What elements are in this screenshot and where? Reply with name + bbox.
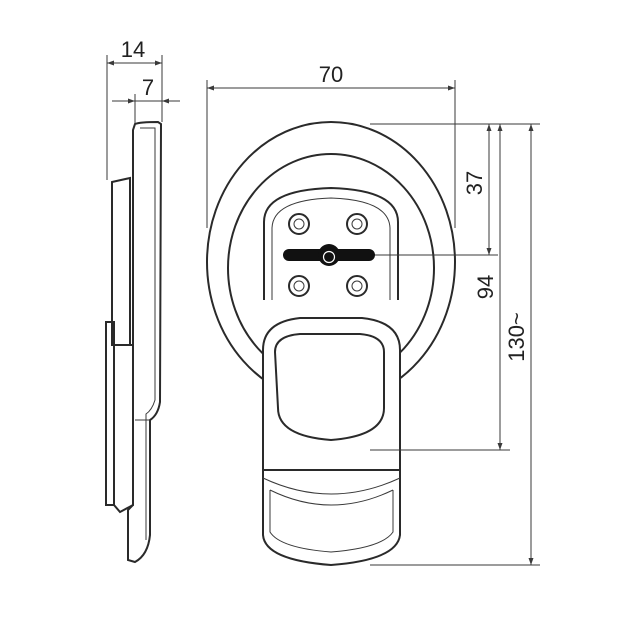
handle-lower-curve-2 bbox=[269, 489, 394, 506]
screw-hole-bottom-left bbox=[288, 275, 310, 297]
screw-hole-top-right bbox=[346, 213, 368, 235]
handle-lower-inner bbox=[269, 490, 394, 553]
keyhole-slot bbox=[283, 244, 375, 266]
dim-70-arrow-right bbox=[448, 85, 455, 91]
dim-7-label: 7 bbox=[142, 75, 154, 100]
side-view: 14 7 bbox=[105, 37, 180, 564]
side-handle-profile bbox=[127, 120, 163, 564]
dim-94-arrow-bottom bbox=[497, 443, 503, 450]
side-handle-inner bbox=[140, 127, 156, 540]
mount-plate bbox=[263, 186, 399, 300]
dim-94-label: 94 bbox=[473, 275, 498, 299]
screw-hole-top-left bbox=[288, 213, 310, 235]
handle-grip-recess bbox=[273, 333, 385, 442]
side-base-mid bbox=[113, 344, 134, 514]
side-base-upper bbox=[111, 176, 131, 346]
dim-37-label: 37 bbox=[462, 171, 487, 195]
front-view: 70 bbox=[206, 62, 540, 567]
dim-37-arrow-top bbox=[486, 124, 492, 131]
dim-70-label: 70 bbox=[319, 62, 343, 87]
handle-lower bbox=[262, 470, 401, 567]
dim-130-arrow-top bbox=[528, 124, 534, 131]
dim-14-arrow-right bbox=[155, 60, 162, 66]
dim-7-arrow-left bbox=[128, 98, 135, 104]
dim-130-arrow-bottom bbox=[528, 558, 534, 565]
mount-plate-inner bbox=[271, 197, 391, 300]
dim-7-arrow-right bbox=[162, 98, 169, 104]
side-base-lower bbox=[105, 321, 115, 506]
dim-37-arrow-bottom bbox=[486, 248, 492, 255]
dim-130-label: 130~ bbox=[504, 312, 529, 362]
dim-14-arrow-left bbox=[107, 60, 114, 66]
handle-lower-curve-1 bbox=[262, 477, 401, 495]
dim-94-arrow-top bbox=[497, 124, 503, 131]
dim-70-arrow-left bbox=[207, 85, 214, 91]
dim-14-label: 14 bbox=[121, 37, 145, 62]
screw-hole-bottom-right bbox=[346, 275, 368, 297]
